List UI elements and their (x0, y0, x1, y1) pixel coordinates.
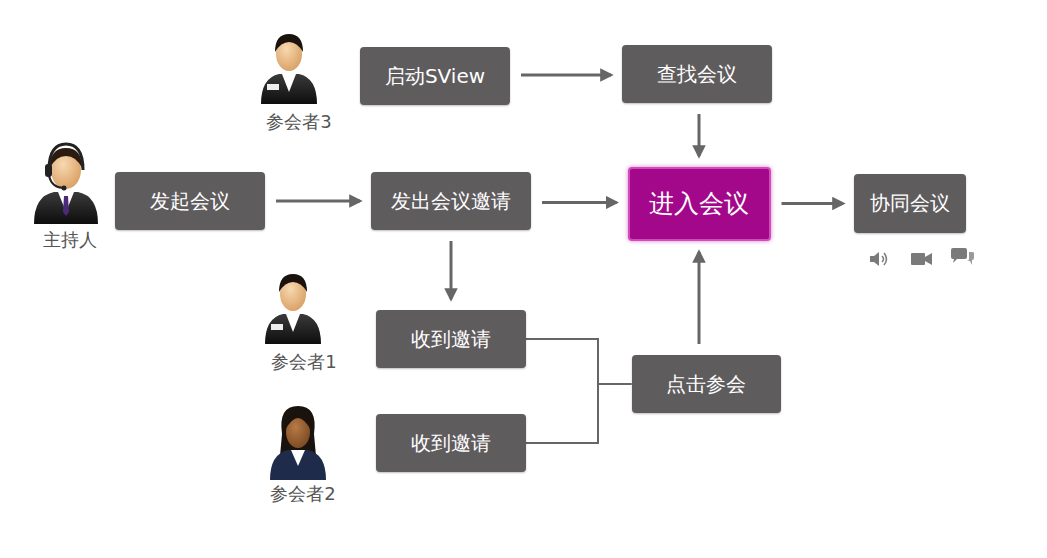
flow-arrow (542, 201, 617, 204)
process-box: 查找会议 (622, 45, 772, 103)
process-box: 发出会议邀请 (371, 172, 531, 230)
person-label: 主持人 (43, 228, 97, 252)
person-label: 参会者1 (271, 350, 336, 374)
process-box: 点击参会 (632, 355, 781, 413)
merge-line (526, 384, 632, 443)
box-text: 发起会议 (150, 189, 230, 213)
box-text: 进入会议 (649, 189, 749, 219)
box-text: 收到邀请 (411, 431, 491, 455)
process-box: 启动SView (360, 47, 510, 105)
person-label: 参会者2 (270, 482, 335, 506)
process-box: 协同会议 (854, 174, 966, 233)
flow-arrow (698, 114, 701, 156)
flow-arrow (698, 252, 701, 344)
chat-icon (951, 248, 974, 265)
flow-arrow (450, 241, 453, 299)
host-figure (34, 144, 98, 224)
process-box: 收到邀请 (376, 414, 526, 472)
box-text: 发出会议邀请 (391, 189, 511, 213)
speaker-icon (870, 252, 887, 266)
camera-icon (911, 253, 932, 265)
merge-line (526, 339, 632, 384)
box-text: 查找会议 (657, 62, 737, 86)
flow-arrow (276, 200, 360, 203)
flow-arrow (521, 74, 611, 77)
person-label: 参会者3 (266, 110, 331, 134)
process-box: 收到邀请 (376, 310, 526, 368)
box-text: 启动SView (385, 64, 485, 88)
flow-arrow (782, 202, 844, 205)
participant-figure (261, 34, 317, 104)
box-text: 点击参会 (666, 372, 746, 396)
highlight-box: 进入会议 (628, 167, 771, 241)
box-text: 收到邀请 (411, 327, 491, 351)
process-box: 发起会议 (115, 172, 265, 230)
participant-figure (265, 274, 321, 344)
box-text: 协同会议 (870, 191, 950, 215)
participant-figure (270, 406, 326, 480)
